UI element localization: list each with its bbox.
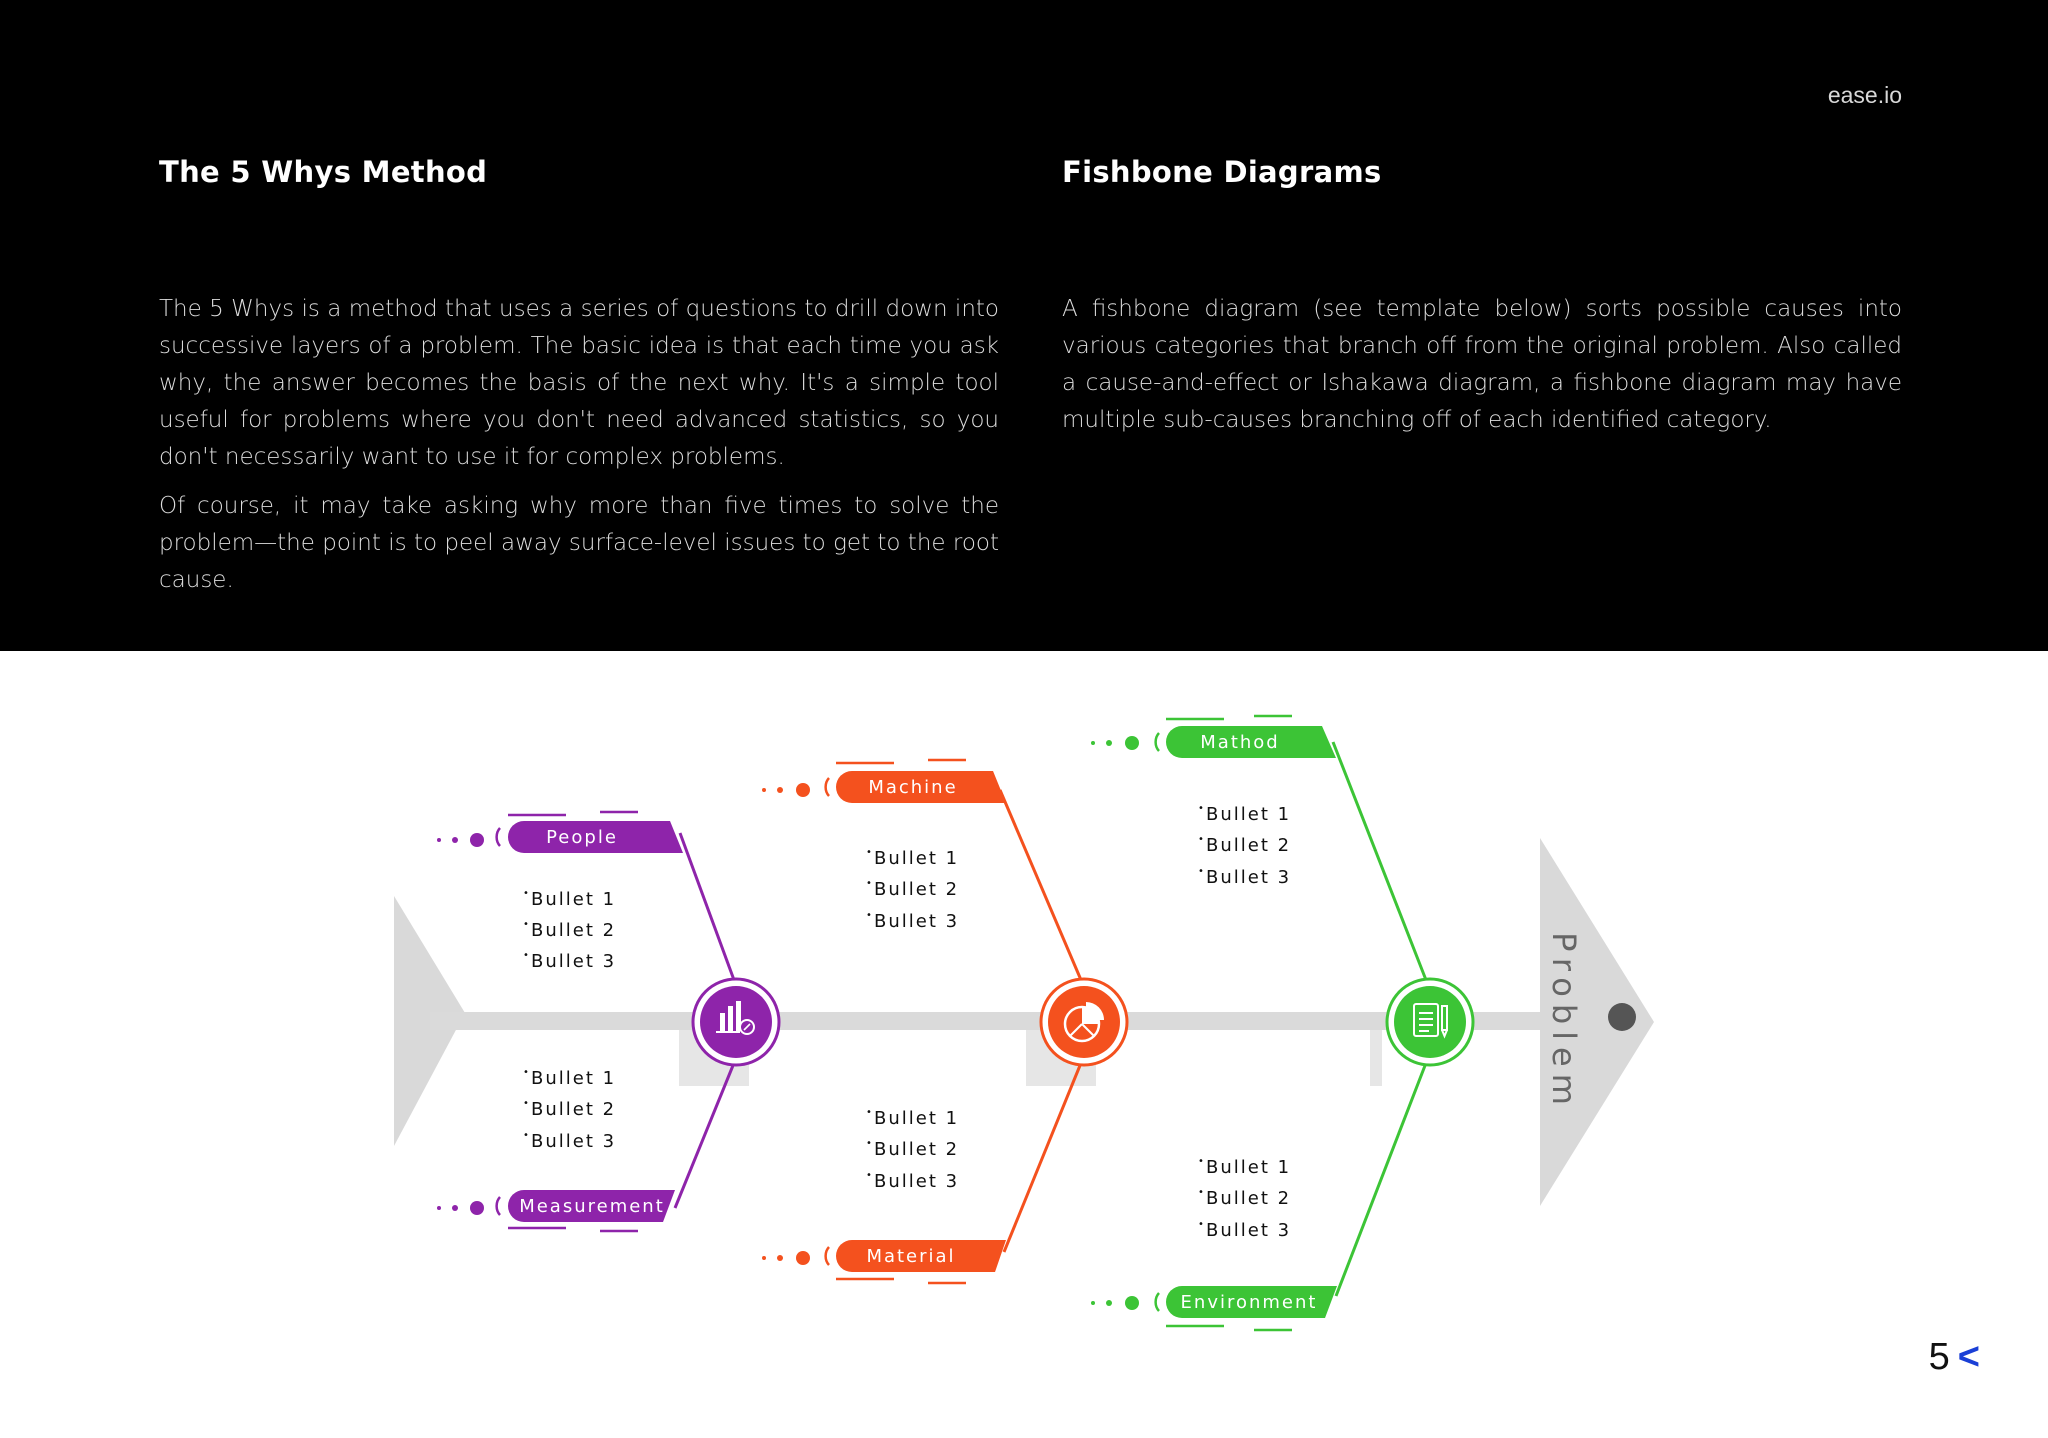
material-tab (836, 1240, 1006, 1272)
five-whys-heading: The 5 Whys Method (159, 155, 488, 189)
svg-text:•: • (523, 888, 531, 899)
environment-label: Environment (1181, 1292, 1318, 1313)
measurement-tab (508, 1190, 675, 1222)
svg-text:•: • (866, 910, 874, 921)
svg-text:•: • (523, 919, 531, 930)
five-whys-paragraph-1: The 5 Whys is a method that uses a serie… (159, 296, 999, 470)
list-item: Bullet 2 (874, 879, 959, 900)
svg-text:•: • (523, 1067, 531, 1078)
machine-bullets: •Bullet 1 •Bullet 2 •Bullet 3 (866, 847, 959, 932)
mathod-bullets: •Bullet 1 •Bullet 2 •Bullet 3 (1198, 803, 1291, 888)
svg-text:•: • (866, 878, 874, 889)
fishbone-diagram: Problem People Measurement (394, 714, 1654, 1332)
svg-text:•: • (1198, 866, 1206, 877)
list-item: Bullet 3 (874, 911, 959, 932)
svg-text:•: • (523, 1098, 531, 1109)
measurement-bullets: •Bullet 1 •Bullet 2 •Bullet 3 (523, 1067, 616, 1152)
fishbone-spine (430, 1012, 1550, 1030)
list-item: Bullet 1 (531, 889, 616, 910)
machine-tab (836, 771, 1006, 803)
back-chevron-icon[interactable]: < (1957, 1336, 1980, 1378)
list-item: Bullet 1 (1206, 804, 1291, 825)
list-item: Bullet 2 (1206, 835, 1291, 856)
material-label: Material (866, 1246, 955, 1267)
five-whys-column: The 5 Whys Method The 5 Whys is a method… (159, 155, 999, 599)
svg-text:•: • (523, 950, 531, 961)
svg-text:•: • (866, 1138, 874, 1149)
environment-bullets: •Bullet 1 •Bullet 2 •Bullet 3 (1198, 1156, 1291, 1241)
svg-text:•: • (1198, 1187, 1206, 1198)
list-item: Bullet 3 (1206, 1220, 1291, 1241)
svg-text:•: • (866, 1170, 874, 1181)
page-number: 5 (1928, 1336, 1950, 1378)
document-pencil-icon (1413, 1003, 1448, 1039)
svg-text:•: • (523, 1130, 531, 1141)
list-item: Bullet 3 (531, 951, 616, 972)
fishbone-paragraph: A fishbone diagram (see template below) … (1062, 296, 1902, 433)
fishbone-heading: Fishbone Diagrams (1062, 155, 1382, 189)
svg-text:•: • (1198, 834, 1206, 845)
fishbone-diagram-area: Problem People Measurement (0, 651, 2048, 1434)
list-item: Bullet 1 (531, 1068, 616, 1089)
machine-label: Machine (868, 777, 957, 798)
page-indicator: 5< (1929, 1336, 1980, 1379)
list-item: Bullet 3 (1206, 867, 1291, 888)
people-tab (508, 821, 683, 853)
pie-chart-icon (1063, 1002, 1104, 1043)
brand-name: ease.io (1827, 82, 1902, 108)
list-item: Bullet 1 (874, 1108, 959, 1129)
bullet-lists: •Bullet 1 •Bullet 2 •Bullet 3 •Bullet 1 … (523, 803, 1291, 1241)
list-item: Bullet 2 (874, 1139, 959, 1160)
people-label: People (546, 827, 618, 848)
list-item: Bullet 3 (874, 1171, 959, 1192)
fishbone-tail (394, 896, 465, 1146)
svg-text:•: • (866, 847, 874, 858)
spine-block (1370, 1030, 1382, 1086)
svg-text:•: • (1198, 803, 1206, 814)
list-item: Bullet 2 (531, 1099, 616, 1120)
orange-branch: Machine Material (762, 758, 1129, 1285)
list-item: Bullet 1 (874, 848, 959, 869)
measurement-label: Measurement (519, 1196, 665, 1217)
purple-branch: People Measurement (437, 810, 781, 1233)
environment-tab (1166, 1286, 1337, 1318)
fishbone-head (1540, 838, 1654, 1206)
people-bullets: •Bullet 1 •Bullet 2 •Bullet 3 (523, 888, 616, 972)
mathod-tab (1166, 726, 1336, 758)
green-branch: Mathod Environment (1091, 714, 1475, 1332)
list-item: Bullet 1 (1206, 1157, 1291, 1178)
mathod-label: Mathod (1200, 732, 1279, 753)
header-section: ease.io The 5 Whys Method The 5 Whys is … (0, 0, 2048, 651)
material-bullets: •Bullet 1 •Bullet 2 •Bullet 3 (866, 1107, 959, 1192)
list-item: Bullet 2 (1206, 1188, 1291, 1209)
head-dot (1608, 1003, 1636, 1031)
list-item: Bullet 2 (531, 920, 616, 941)
fishbone-column: Fishbone Diagrams A fishbone diagram (se… (1062, 155, 1902, 439)
svg-text:•: • (1198, 1156, 1206, 1167)
svg-text:•: • (1198, 1219, 1206, 1230)
problem-label: Problem (1545, 932, 1583, 1112)
five-whys-paragraph-2: Of course, it may take asking why more t… (159, 493, 999, 593)
bar-chart-icon (716, 1001, 755, 1035)
list-item: Bullet 3 (531, 1131, 616, 1152)
svg-text:•: • (866, 1107, 874, 1118)
